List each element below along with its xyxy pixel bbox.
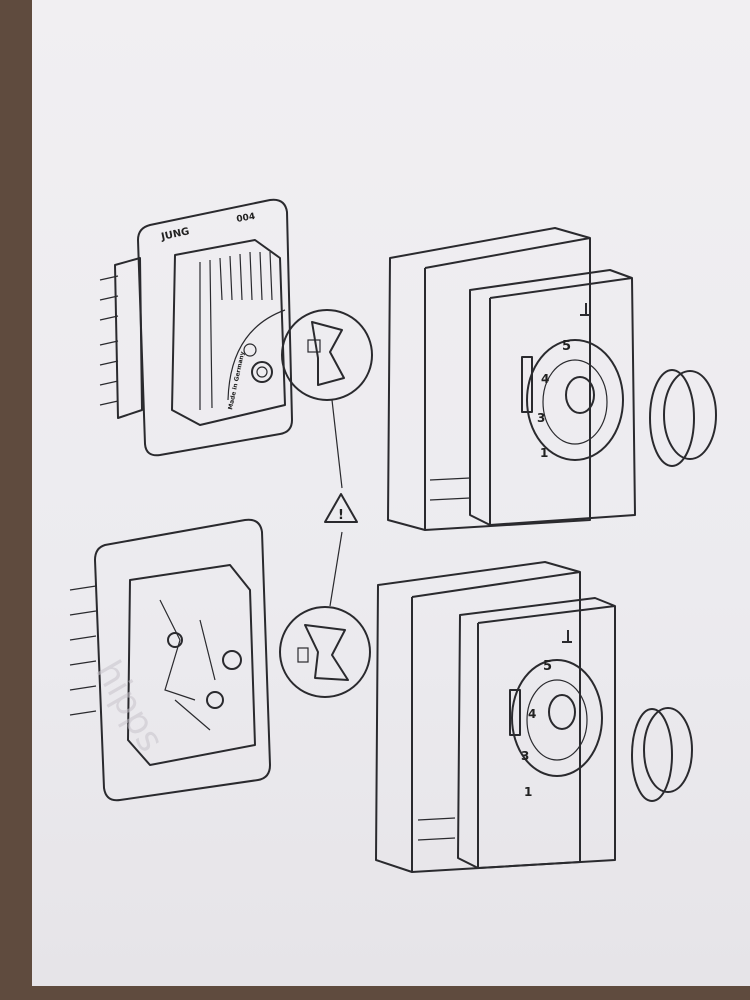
bottom-cover-assembly: 5 4 3 1: [375, 561, 616, 873]
connector-lines: [329, 399, 343, 607]
top-cover-assembly: 5 4 3 1: [387, 227, 636, 531]
scale-4: 4: [541, 372, 549, 386]
bottom-thermostat-insert: hipps: [69, 518, 271, 802]
scale-3: 3: [537, 411, 545, 425]
scale-3: 3: [521, 749, 529, 763]
scale-1: 1: [540, 446, 548, 460]
instruction-sheet: [32, 0, 750, 986]
bottom-knob-disc: [631, 707, 693, 802]
detail-top-knob-adapter: [281, 309, 373, 401]
scale-4: 4: [528, 707, 536, 721]
scale-1: 1: [524, 785, 532, 799]
insert-code: 004: [236, 212, 256, 225]
scale-5: 5: [562, 339, 571, 354]
top-thermostat-insert: JUNG 004 Made in Germany: [99, 198, 293, 457]
top-knob-disc: [649, 369, 717, 467]
svg-text:!: !: [338, 508, 344, 523]
brand-mark: JUNG: [159, 226, 190, 243]
scale-5: 5: [543, 659, 552, 674]
detail-bottom-knob-adapter: [279, 606, 371, 698]
warning-icon: !: [324, 493, 358, 523]
